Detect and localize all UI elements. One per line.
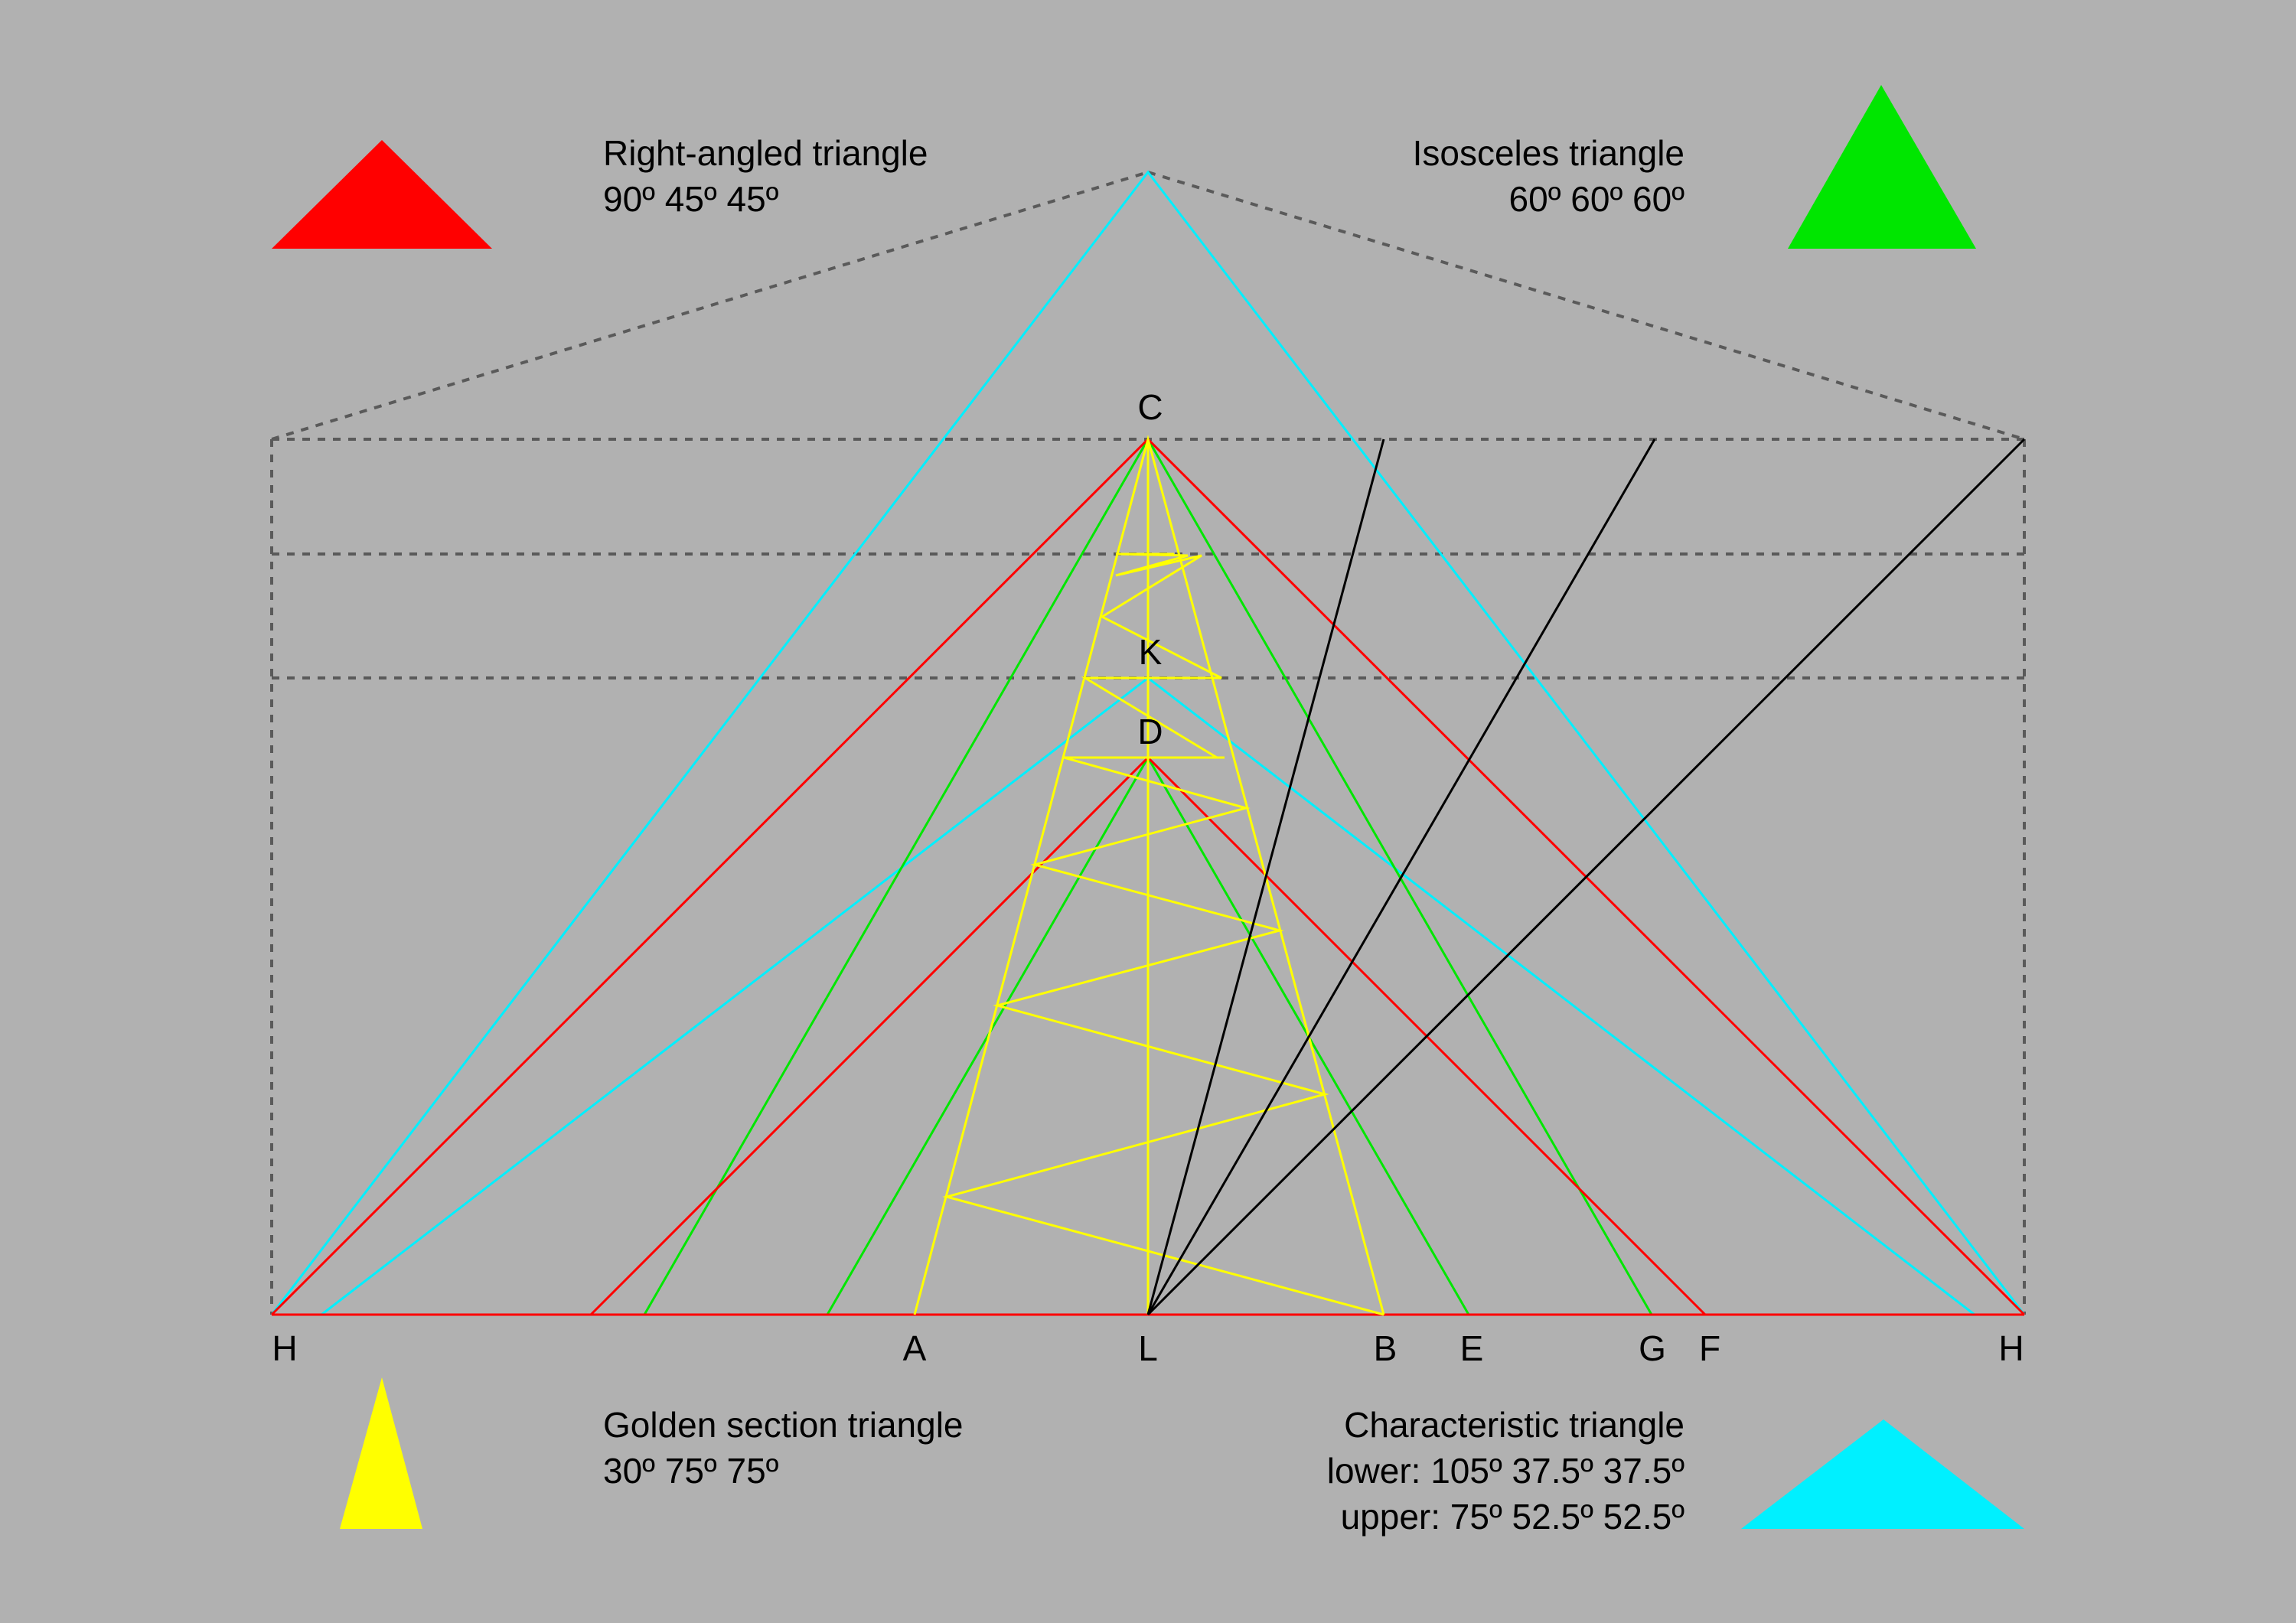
point-label-h-right: H <box>1998 1328 2024 1368</box>
legend-isosceles: Isosceles triangle 60º 60º 60º <box>1413 133 1685 219</box>
legend-golden: Golden section triangle 30º 75º 75º <box>603 1405 964 1491</box>
point-label-a: A <box>903 1328 927 1368</box>
legend-isosceles-angles: 60º 60º 60º <box>1509 179 1685 219</box>
point-label-c: C <box>1137 387 1163 427</box>
legend-characteristic-title: Characteristic triangle <box>1344 1405 1684 1445</box>
right-angled-triangle-icon <box>272 140 492 249</box>
point-label-e: E <box>1460 1328 1484 1368</box>
characteristic-triangle-icon <box>1741 1419 2024 1529</box>
golden-section-triangle-icon <box>340 1377 422 1529</box>
legend-characteristic-lower: lower: 105º 37.5º 37.5º <box>1327 1451 1684 1491</box>
point-labels: C K D H A L B E G F H <box>272 387 2024 1368</box>
point-label-k: K <box>1139 632 1163 672</box>
legend-characteristic-upper: upper: 75º 52.5º 52.5º <box>1341 1497 1685 1537</box>
point-label-l: L <box>1138 1328 1158 1368</box>
construction-lines <box>1146 438 2026 1316</box>
legend-characteristic: Characteristic triangle lower: 105º 37.5… <box>1327 1405 1684 1537</box>
point-label-h-left: H <box>272 1328 297 1368</box>
legend-golden-angles: 30º 75º 75º <box>603 1451 779 1491</box>
legend-right-angled-title: Right-angled triangle <box>603 133 928 173</box>
point-label-f: F <box>1699 1328 1720 1368</box>
point-label-b: B <box>1374 1328 1397 1368</box>
isosceles-triangle-icon <box>1788 85 1976 249</box>
legend-golden-title: Golden section triangle <box>603 1405 964 1445</box>
golden-section-triangle-lines <box>913 435 1385 1316</box>
point-label-g: G <box>1639 1328 1666 1368</box>
point-label-d: D <box>1137 712 1163 751</box>
legend-isosceles-title: Isosceles triangle <box>1413 133 1684 173</box>
legend-right-angled-angles: 90º 45º 45º <box>603 179 779 219</box>
legend-right-angled: Right-angled triangle 90º 45º 45º <box>603 133 928 219</box>
